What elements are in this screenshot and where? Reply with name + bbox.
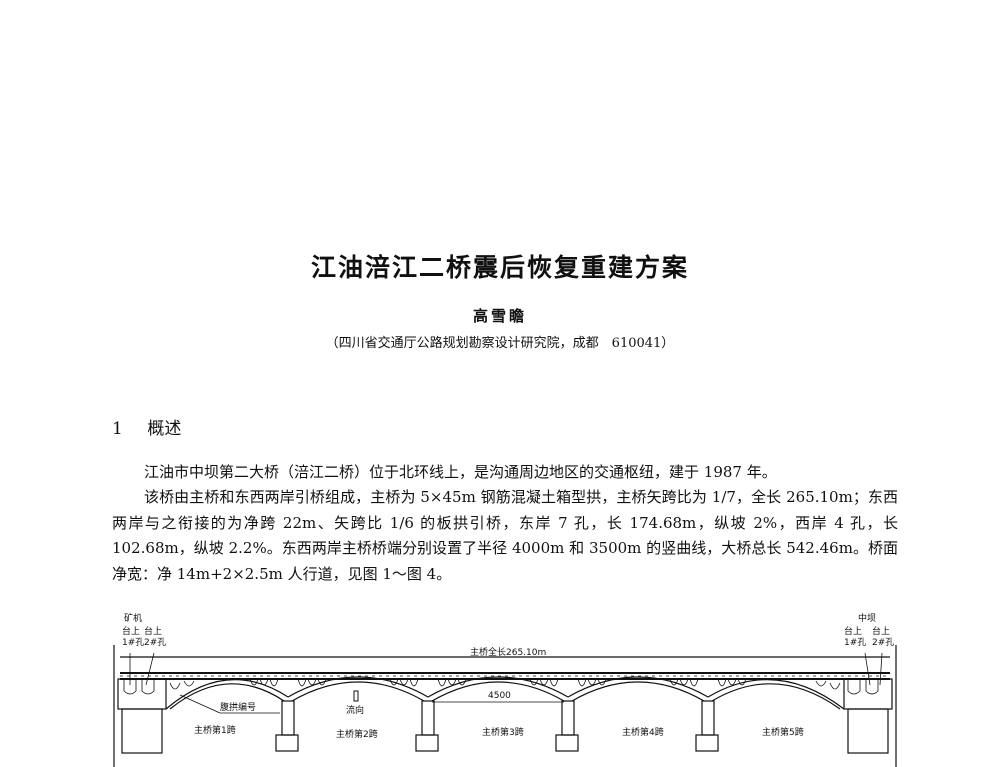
section-number: 1 — [112, 419, 123, 439]
span-4-label: 主桥第4跨 — [622, 728, 664, 738]
span-1-label: 主桥第1跨 — [194, 726, 236, 736]
spandrel-number-label: 腹拱编号 — [220, 703, 257, 713]
section-title: 概述 — [147, 419, 182, 439]
paper-title: 江油涪江二桥震后恢复重建方案 — [310, 253, 689, 282]
paragraph-2: 该桥由主桥和东西两岸引桥组成，主桥为 5×45m 钢筋混凝土箱型拱，主桥矢跨比为… — [112, 488, 898, 583]
bridge-drawing — [113, 645, 897, 767]
left-direction-label: 矿机 — [124, 614, 143, 624]
bridge-elevation-figure: 矿机 中坝 台上 1#孔 台上 2#孔 台上 1#孔 台上 2#孔 主桥全长26… — [110, 605, 900, 767]
left-abutment-hole-1: 台上 1#孔 — [122, 627, 145, 648]
span-5-label: 主桥第5跨 — [762, 728, 804, 738]
total-length-label: 主桥全长265.10m — [470, 648, 547, 658]
paragraph-1: 江油市中坝第二大桥（涪江二桥）位于北环线上，是沟通周边地区的交通枢纽，建于 19… — [144, 463, 777, 481]
author-name: 高雪瞻 — [472, 307, 527, 325]
span-3-label: 主桥第3跨 — [482, 728, 524, 738]
section-heading: 1 概述 — [112, 414, 181, 439]
span-2-label: 主桥第2跨 — [336, 730, 378, 740]
span-dimension-label: 4500 — [488, 691, 511, 701]
right-direction-label: 中坝 — [858, 614, 877, 624]
right-abutment-hole-2: 台上 2#孔 — [872, 627, 895, 648]
flow-direction-label: 流向 — [346, 706, 365, 716]
author-affiliation: （四川省交通厅公路规划勘察设计研究院，成都 610041） — [325, 336, 675, 351]
left-abutment-hole-2: 台上 2#孔 — [144, 627, 167, 648]
right-abutment-hole-1: 台上 1#孔 — [844, 627, 867, 648]
